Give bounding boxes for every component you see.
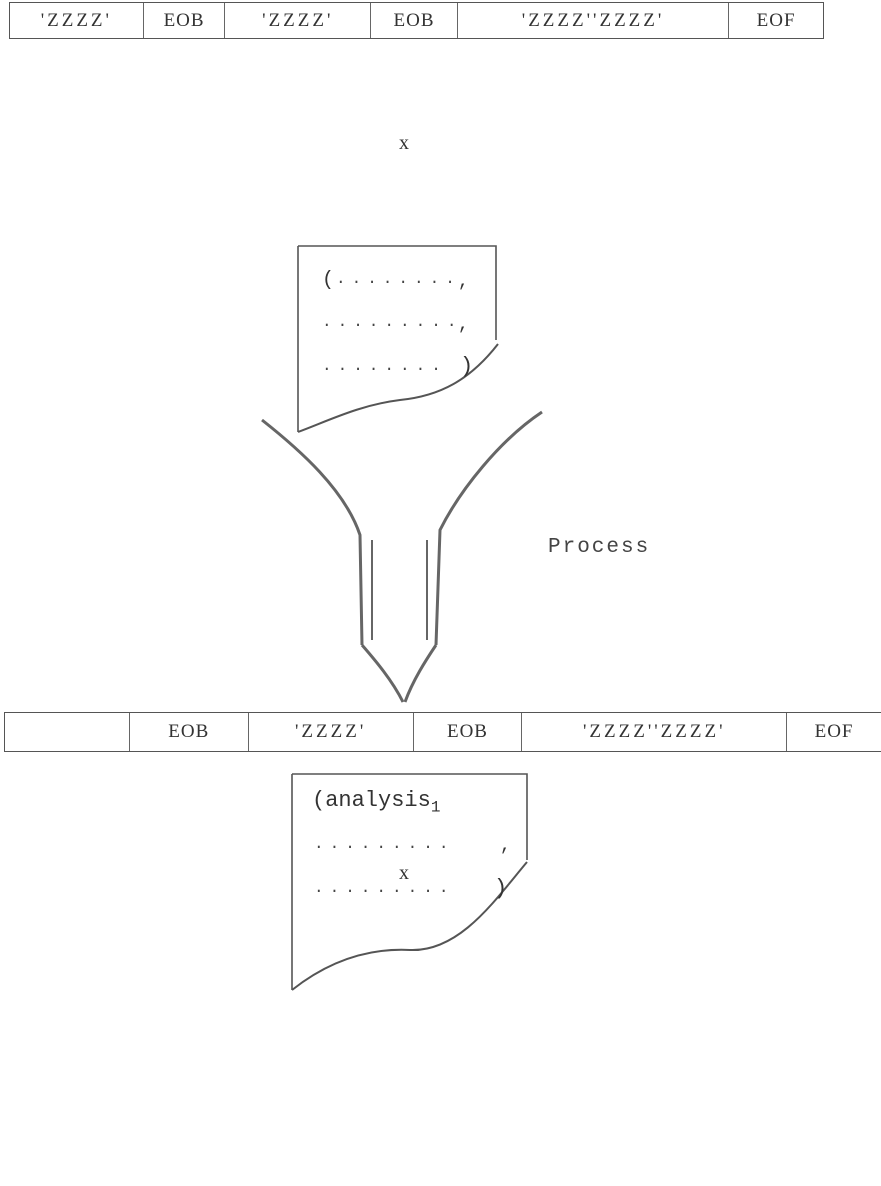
process-arrow: [262, 412, 542, 702]
output-line1-text: (analysis: [312, 788, 431, 813]
output-line-1: (analysis1: [312, 788, 440, 816]
bottom-tape: EOB 'ZZZZ' EOB 'ZZZZ''ZZZZ' EOF: [4, 712, 881, 752]
output-dots-line-3: ·········: [314, 882, 454, 900]
output-dots-line-2: ·········: [314, 838, 454, 856]
process-label: Process: [548, 536, 650, 559]
input-dots-line-2: ·········: [322, 316, 462, 334]
input-dots-line-1: ········: [336, 273, 461, 291]
input-open-paren: (: [322, 269, 334, 292]
input-line1-end: ,: [458, 272, 469, 292]
output-line3-end: ): [494, 876, 507, 901]
bottom-tape-cell-4: EOB: [414, 713, 523, 751]
output-line2-end: ,: [500, 836, 511, 856]
input-dots-line-3: ········: [322, 360, 447, 378]
bottom-tape-cell-3: 'ZZZZ': [249, 713, 414, 751]
bottom-tape-cell-5: 'ZZZZ''ZZZZ': [522, 713, 787, 751]
bottom-tape-cell-1: [5, 713, 130, 751]
bottom-tape-cell-2: EOB: [130, 713, 249, 751]
output-line1-subscript: 1: [431, 798, 441, 816]
input-close-paren: ): [460, 354, 473, 379]
bottom-tape-cell-6: EOF: [787, 713, 881, 751]
input-line2-end: ,: [458, 315, 469, 335]
